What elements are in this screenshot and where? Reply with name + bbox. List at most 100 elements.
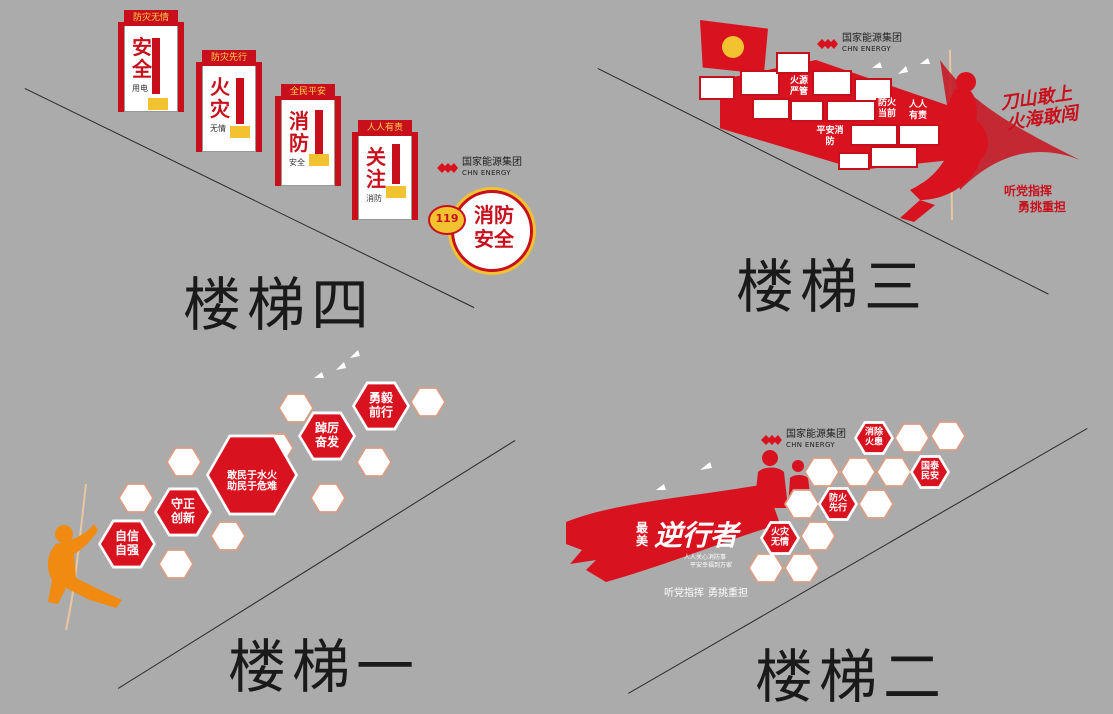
hex-blank: [930, 420, 966, 452]
firefighter-silhouette-icon: [900, 49, 1080, 222]
hex-slogan-text: 消除火患: [864, 427, 883, 448]
hex-blank: [784, 552, 820, 584]
card-gold-block: [309, 154, 329, 166]
hex-blank: [858, 488, 894, 520]
card-gold-block: [148, 98, 168, 110]
card-gold-block: [386, 186, 406, 198]
card-subtitle: 安全: [289, 158, 305, 167]
hex-slogan-text: 自信自强: [114, 529, 139, 557]
card-strip: [236, 78, 244, 124]
stair2-label: 楼梯二: [755, 643, 948, 711]
hex-slogan-2: 守正创新: [154, 487, 212, 537]
hex-center-line-2: 助民于危难: [227, 481, 277, 493]
brand-cn: 国家能源集团: [842, 33, 902, 44]
hex-blank: [840, 456, 876, 488]
badge-119: 119: [428, 205, 466, 235]
badge-text: 消防安全: [474, 203, 514, 251]
hex-center-text: 敢民于水火 助民于危难: [206, 470, 298, 493]
hex-slogan-text: 国泰民安: [920, 461, 939, 482]
stair1-label: 楼梯一: [228, 633, 421, 701]
stair4-card-4: 人人有责 关注 消防: [352, 120, 418, 220]
stair4-design: 防灾无情 安全 用电 防灾先行 火灾 无情 全民平安 消防 安全 人人有责 关注…: [0, 0, 560, 290]
hex-center-line-1: 敢民于水火: [227, 470, 277, 482]
brand-en: CHN ENERGY: [786, 441, 835, 449]
card-subtitle: 无情: [210, 124, 226, 133]
hex-blank: [894, 422, 930, 454]
card-title: 安全: [132, 35, 152, 81]
card-tag: 防灾先行: [202, 50, 256, 66]
photo-frame: [790, 100, 824, 122]
flag-emblem: [700, 20, 768, 74]
slogan-4: 平安消防: [816, 126, 844, 148]
card-title: 消防: [289, 109, 309, 155]
hex-slogan-2: 国泰民安: [910, 455, 950, 489]
photo-frame: [838, 152, 870, 170]
hex-slogan-1: 消除火患: [854, 421, 894, 455]
slogan-2: 防火当前: [876, 98, 898, 120]
photo-frame: [850, 124, 898, 146]
photo-frame: [826, 100, 876, 122]
stair1-design: 自信自强 守正创新 踔厉奋发 勇毅前行 敢民于水火 助民于危难: [0, 0, 560, 705]
climber-silhouette-icon: [47, 484, 122, 630]
card-gold-block: [230, 126, 250, 138]
photo-frame: [870, 146, 918, 168]
card-strip: [152, 38, 160, 94]
card-tag: 防灾无情: [124, 10, 178, 26]
banner-big-text: 逆行者: [654, 519, 739, 552]
hex-slogan-text: 火灾无情: [770, 527, 789, 548]
footer-slogan-2: 勇挑重担: [1018, 200, 1067, 214]
hex-slogan-text: 防火先行: [828, 493, 847, 514]
badge-number: 119: [435, 212, 459, 225]
card-strip: [315, 110, 323, 154]
photo-frame: [699, 76, 735, 100]
photo-frame: [812, 70, 852, 96]
chn-energy-logo-icon: [761, 435, 782, 445]
hex-slogan-text: 勇毅前行: [368, 391, 393, 419]
hex-center: 敢民于水火 助民于危难: [206, 434, 298, 516]
red-banner-icon: [566, 484, 780, 582]
stair4-card-1: 防灾无情 安全 用电: [118, 10, 184, 112]
card-subtitle: 消防: [366, 194, 382, 203]
photo-frame: [898, 124, 940, 146]
emblem-icon: [722, 36, 744, 58]
card-title: 关注: [366, 145, 386, 191]
brand-cn: 国家能源集团: [786, 429, 846, 440]
chn-energy-logo-icon: [817, 39, 838, 49]
banner-small-text: 最美: [636, 521, 649, 548]
stair4-card-2: 防灾先行 火灾 无情: [196, 50, 262, 152]
dove-icon: [656, 462, 712, 490]
card-tag: 人人有责: [358, 120, 412, 136]
footer-slogan-2: 勇挑重担: [708, 588, 748, 599]
hex-blank: [876, 456, 912, 488]
photo-frame: [776, 52, 810, 74]
dove-icon: [314, 350, 360, 378]
photo-frame: [740, 70, 780, 96]
chn-energy-logo-icon: [437, 163, 458, 173]
hex-blank: [800, 520, 836, 552]
brand-cn: 国家能源集团: [462, 157, 522, 168]
hex-slogan-3: 防火先行: [818, 487, 858, 521]
brand-en: CHN ENERGY: [842, 45, 891, 53]
fire-safety-badge: 消防安全: [451, 190, 533, 272]
card-subtitle: 用电: [132, 84, 148, 93]
brand-en: CHN ENERGY: [462, 169, 511, 177]
hex-slogan-4: 火灾无情: [760, 521, 800, 555]
photo-frame: [752, 98, 790, 120]
footer-slogan-1: 听党指挥: [664, 588, 704, 599]
stair4-card-3: 全民平安 消防 安全: [275, 84, 341, 186]
card-strip: [392, 144, 400, 184]
banner-sub-2: 平安幸福到万家: [690, 562, 733, 569]
card-title: 火灾: [210, 75, 230, 121]
card-tag: 全民平安: [281, 84, 335, 100]
footer-slogan-1: 听党指挥: [1004, 184, 1053, 198]
hex-slogan-text: 踔厉奋发: [314, 421, 339, 449]
slogan-1: 火源严管: [788, 76, 810, 98]
